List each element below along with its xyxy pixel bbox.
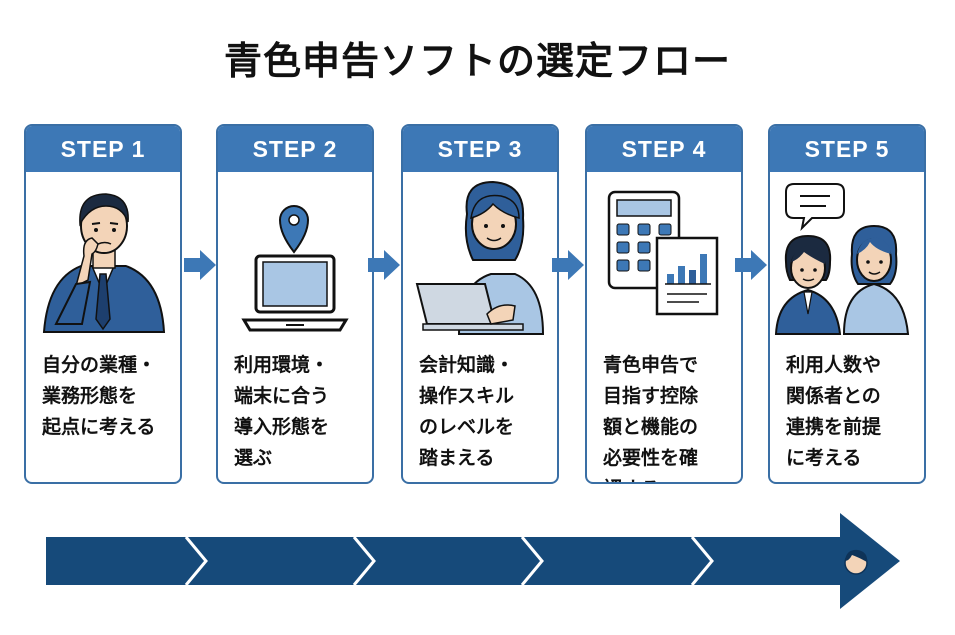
person-head-icon [844, 549, 868, 575]
step-card-4: STEP 4 青色申告で 目指す控除 額と機能の 必要性を確 認する [585, 124, 743, 484]
progress-timeline-arrow [46, 513, 900, 609]
arrow-right-icon [552, 250, 584, 280]
arrow-right-icon [184, 250, 216, 280]
laptop-location-pin-icon [241, 205, 349, 332]
step-card-3: STEP 3 会計知識・ 操作スキル のレベルを 踏まえる [401, 124, 559, 484]
step-card-2: STEP 2 利用環境・ 端末に合う 導入形態を 選ぶ [216, 124, 374, 484]
step-label: STEP 3 [403, 126, 557, 172]
two-people-speech-bubble-icon [774, 183, 910, 335]
step-description: 会計知識・ 操作スキル のレベルを 踏まえる [419, 354, 515, 469]
calculator-and-chart-icon [607, 190, 719, 316]
step-label: STEP 4 [587, 126, 741, 172]
step-card-1: STEP 1 自分の業種・ 業務形態を 起点に考える [24, 124, 182, 484]
step-description: 自分の業種・ 業務形態を 起点に考える [42, 354, 157, 438]
thinking-businessman-icon [42, 193, 166, 333]
step-label: STEP 1 [26, 126, 180, 172]
step-description: 利用環境・ 端末に合う 導入形態を 選ぶ [234, 354, 330, 469]
woman-with-laptop-icon [415, 180, 545, 335]
step-label: STEP 5 [770, 126, 924, 172]
step-card-5: STEP 5 利用人数や 関係者との 連携を前提 に考える [768, 124, 926, 484]
arrow-right-icon [735, 250, 767, 280]
step-description: 青色申告で 目指す控除 額と機能の 必要性を確 認する [603, 354, 699, 482]
step-description: 利用人数や 関係者との 連携を前提 に考える [786, 354, 882, 469]
arrow-right-icon [368, 250, 400, 280]
page-title: 青色申告ソフトの選定フロー [223, 39, 731, 83]
step-label: STEP 2 [218, 126, 372, 172]
